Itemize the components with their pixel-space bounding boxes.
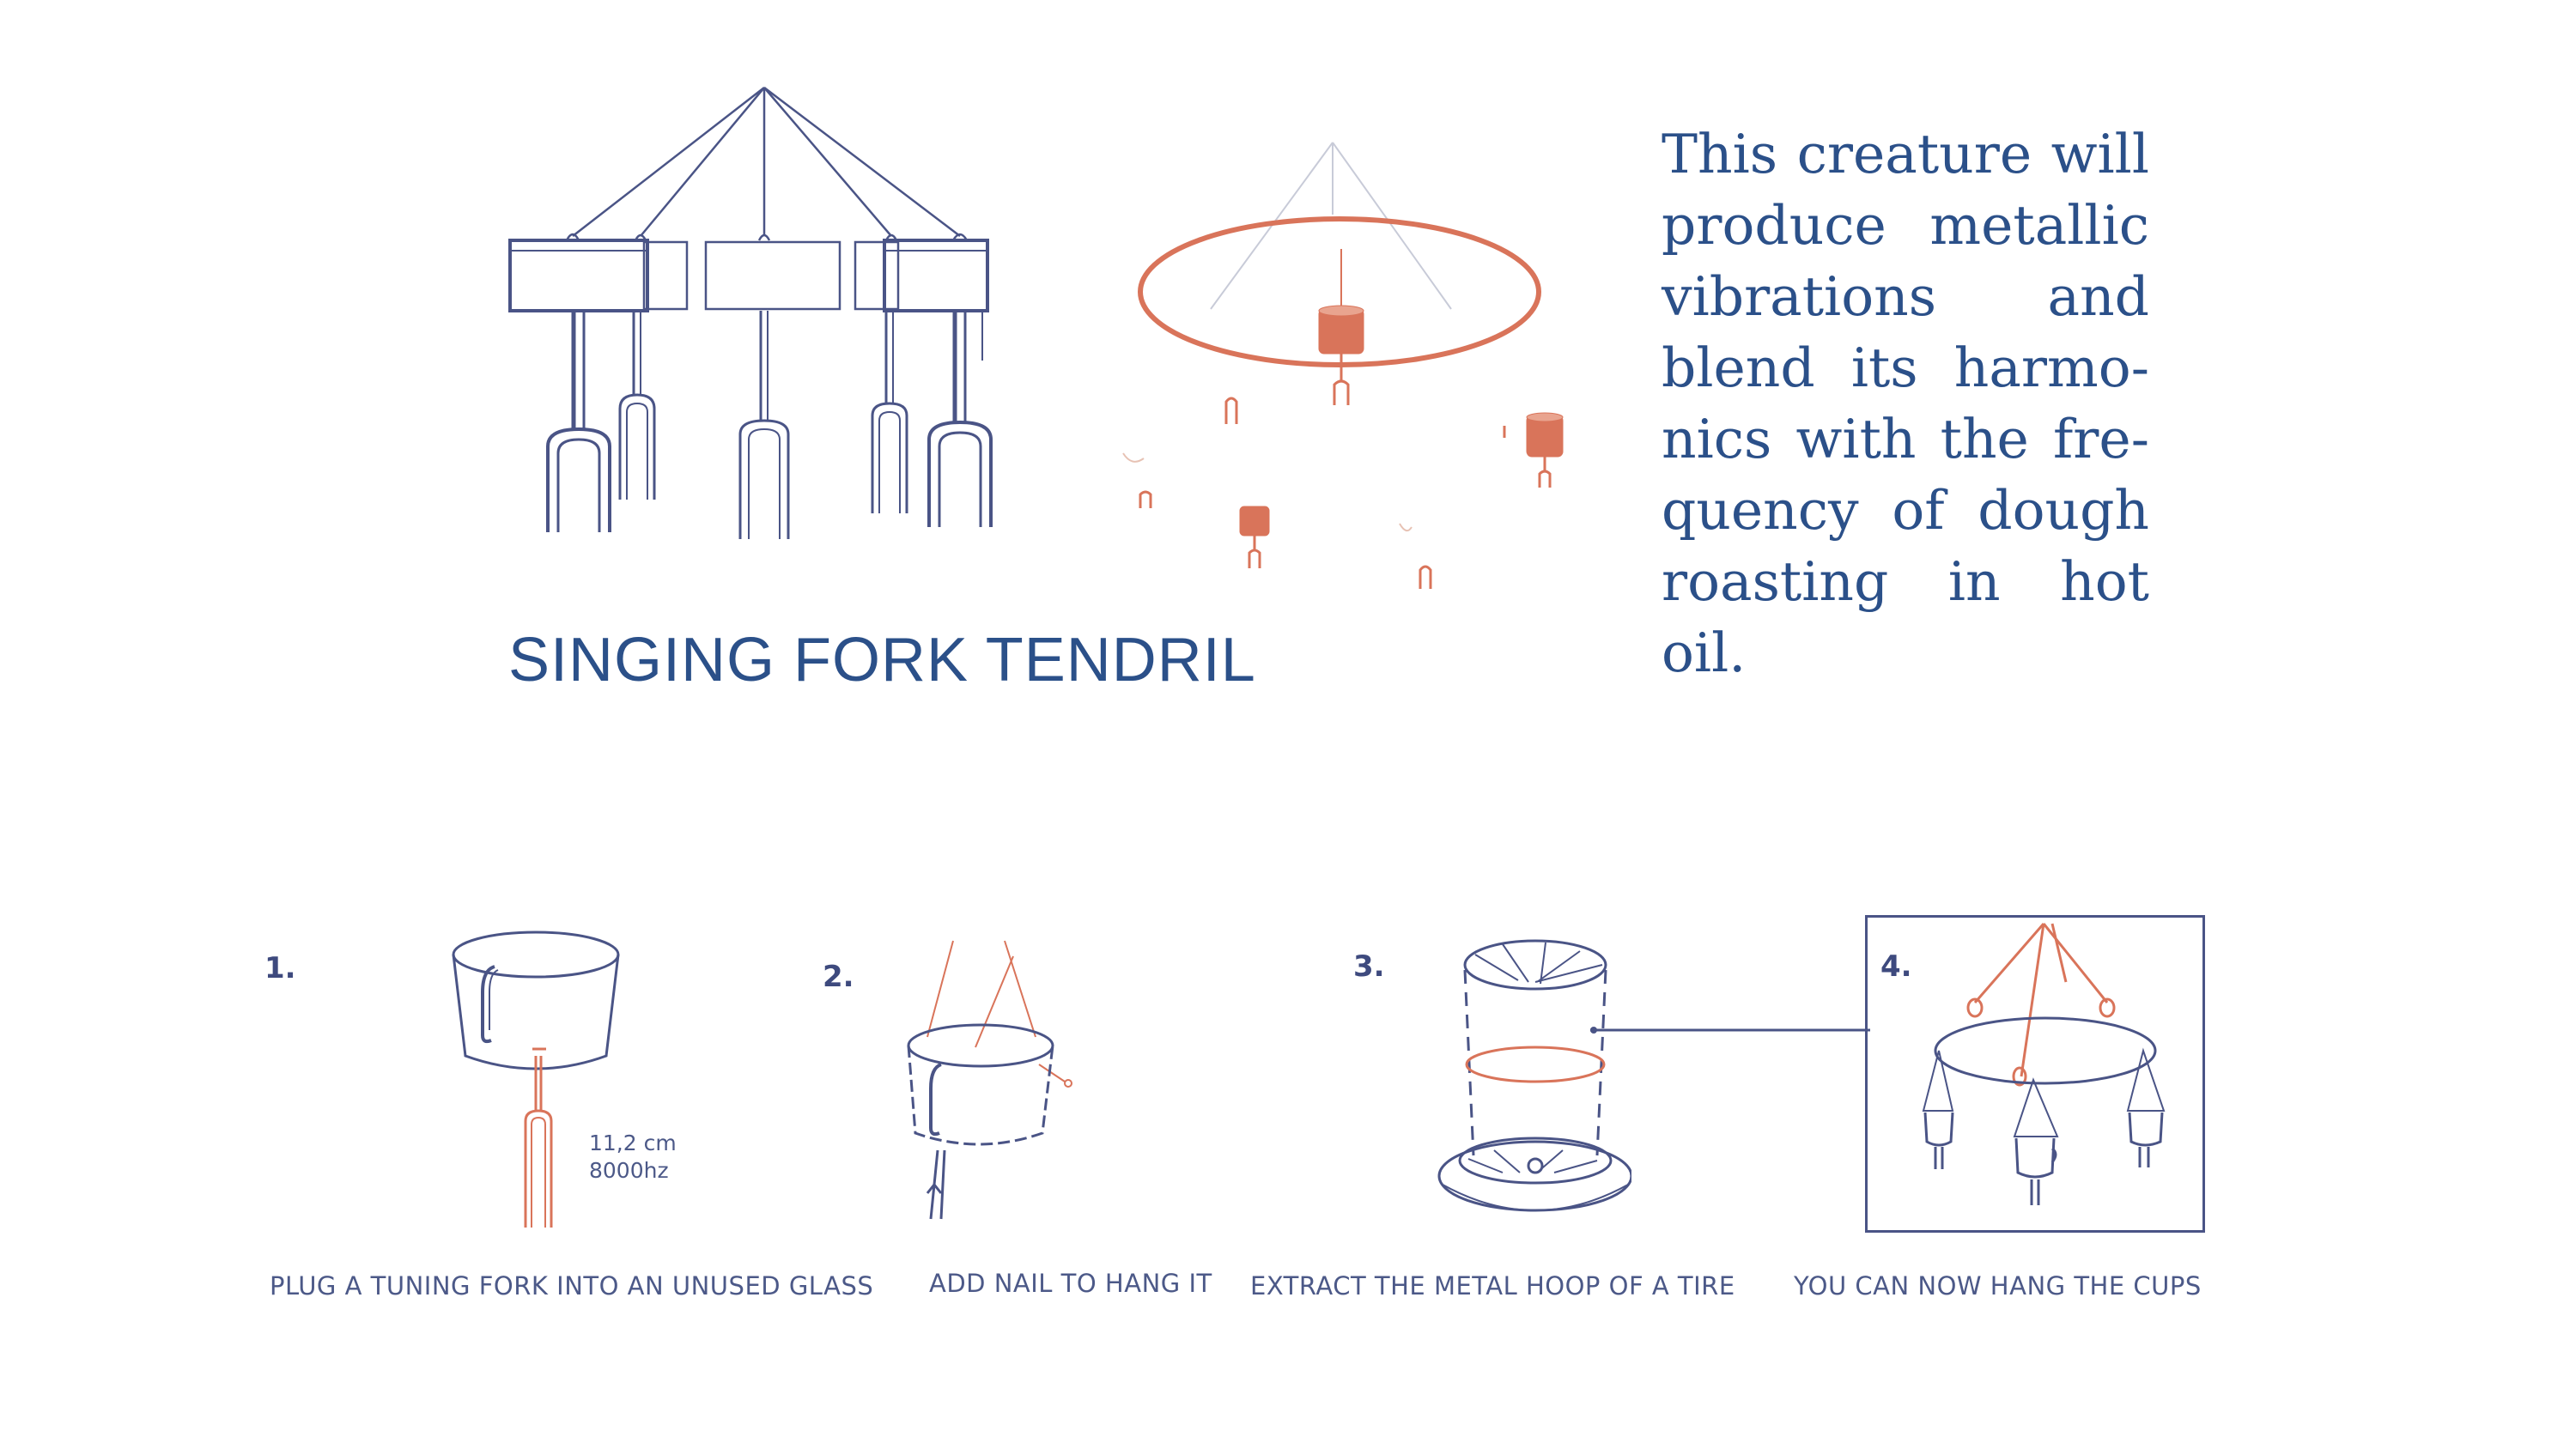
step-2-number: 2. [823,960,854,994]
description-text: This creature will produce metallic vibr… [1662,118,2149,688]
step-1-number: 1. [264,951,296,985]
description-line: vibrations and [1662,265,2149,328]
step-2-caption: ADD NAIL TO HANG IT [929,1269,1212,1298]
step-4-caption: YOU CAN NOW HANG THE CUPS [1794,1271,2202,1300]
hoop-perspective-illustration [1122,142,1564,589]
page-title: SINGING FORK TENDRIL [508,626,1256,694]
description-line: roasting in hot oil. [1662,550,2149,684]
fork-length: 11,2 cm [589,1131,677,1155]
description-line: quency of dough [1662,479,2149,542]
step-4-number: 4. [1880,949,1912,984]
step-4-hanging-cups-illustration [1922,923,2166,1205]
step-1-caption: PLUG A TUNING FORK INTO AN UNUSED GLASS [270,1271,874,1300]
description-line: produce metallic [1662,194,2149,257]
step-3-tire-hoop-illustration [1437,939,1631,1212]
description-line: This creature will [1662,123,2149,185]
fork-spec-note: 11,2 cm 8000hz [589,1130,677,1185]
connector-line [1590,1027,1870,1034]
description-line: nics with the fre- [1662,408,2149,470]
step-4-frame [1865,915,2205,1233]
step-3-caption: EXTRACT THE METAL HOOP OF A TIRE [1250,1271,1735,1300]
fork-frequency: 8000hz [589,1158,669,1183]
description-line: blend its harmo- [1662,336,2149,399]
step-2-nail-illustration [907,940,1072,1220]
front-view-illustration [508,87,993,539]
step-3-number: 3. [1353,949,1385,984]
step-1-glass-fork-illustration [452,931,620,1228]
